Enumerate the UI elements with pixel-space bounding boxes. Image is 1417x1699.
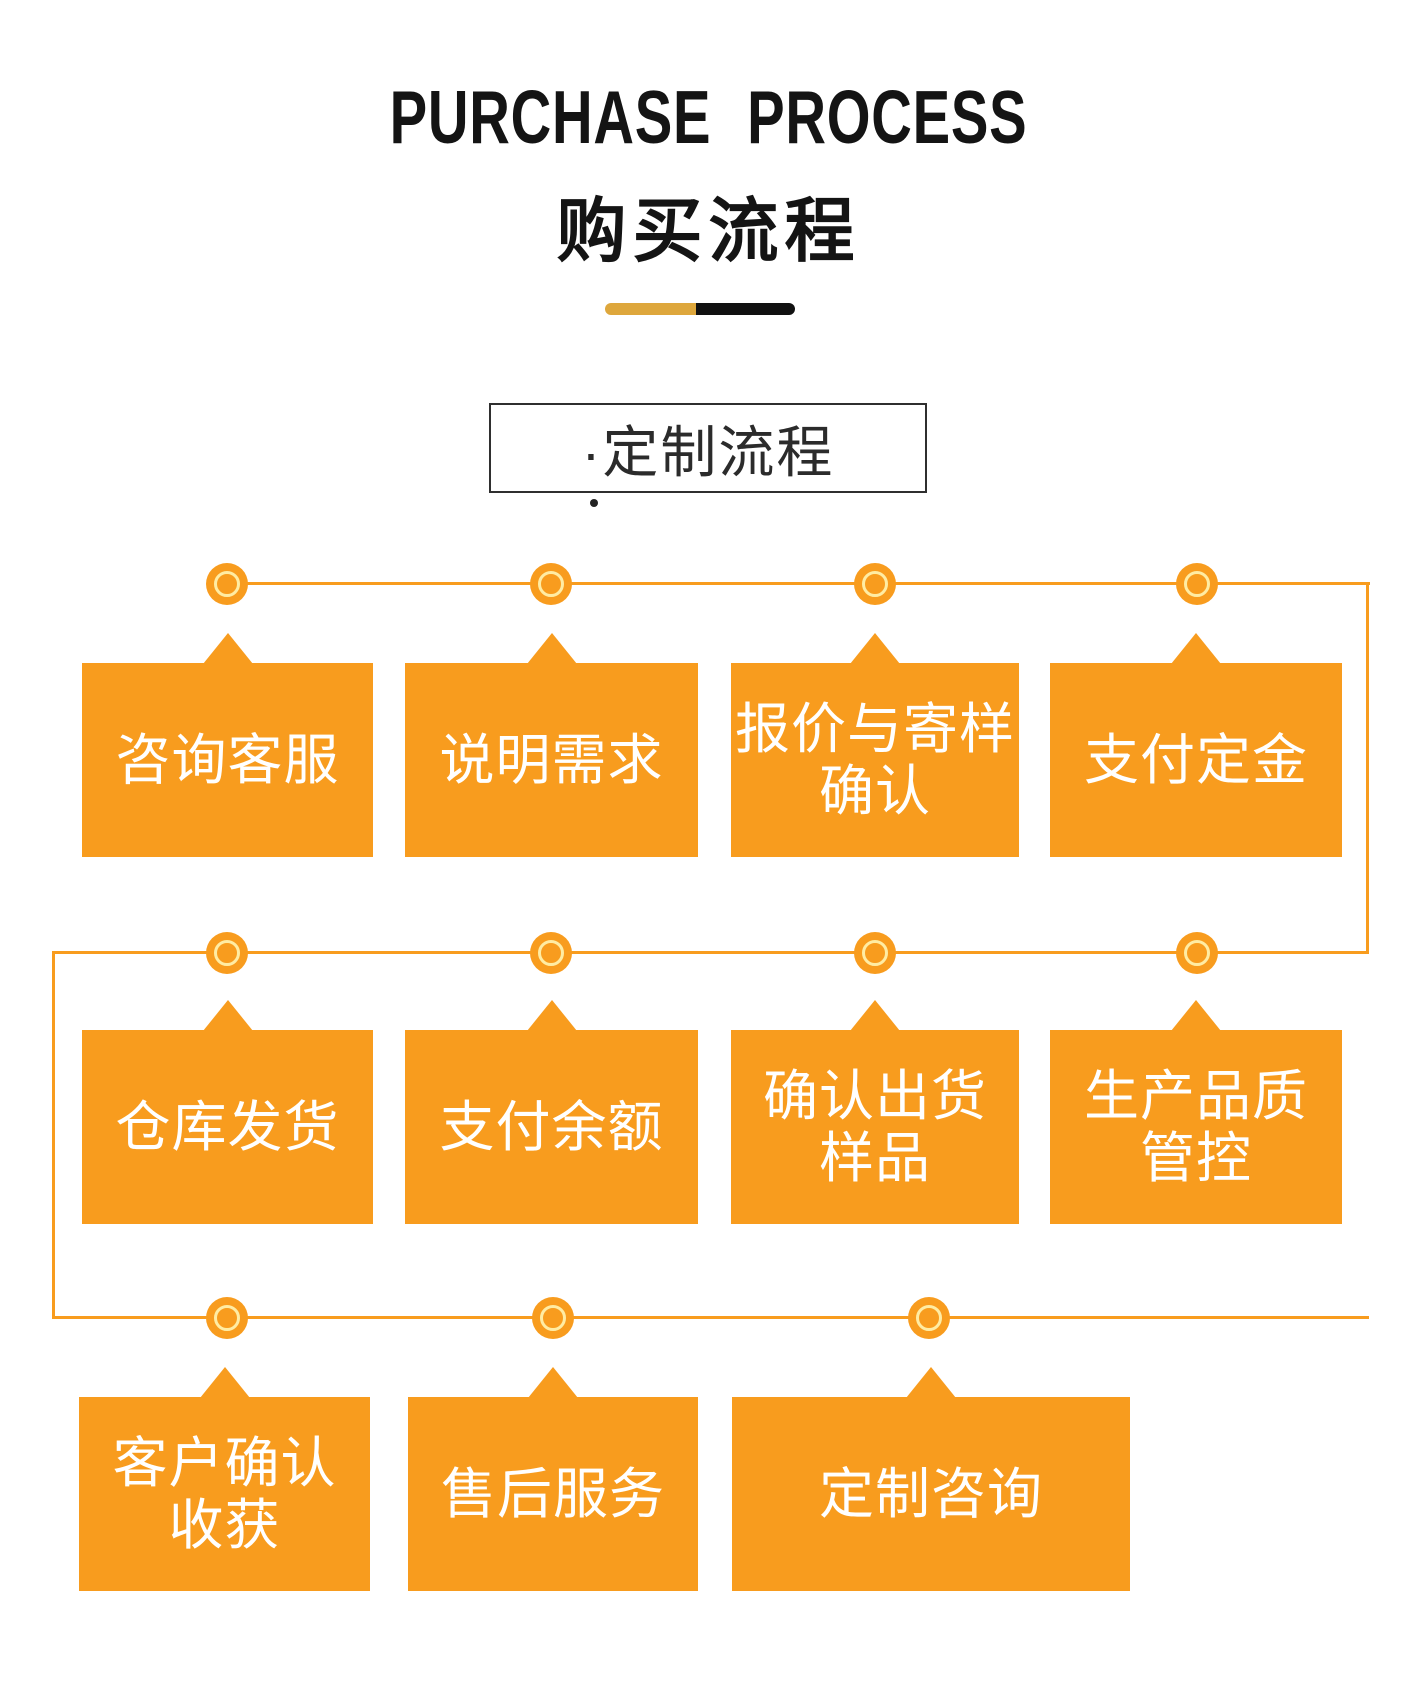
flow-node-circle <box>530 932 572 974</box>
flow-node-circle <box>854 932 896 974</box>
flow-step-label: 仓库发货 <box>115 1096 340 1158</box>
flow-step-label: 定制咨询 <box>818 1463 1043 1525</box>
flow-step-label: 客户确认 收获 <box>112 1432 337 1556</box>
flow-node-circle <box>530 563 572 605</box>
flow-node-circle <box>1176 563 1218 605</box>
flow-step-card: 报价与寄样 确认 <box>731 663 1019 857</box>
flow-node-circle <box>908 1297 950 1339</box>
flow-step-card: 仓库发货 <box>82 1030 373 1224</box>
connector-line-row3 <box>52 1316 1369 1319</box>
flow-step-card: 支付余额 <box>405 1030 698 1224</box>
decorative-dot <box>590 499 598 507</box>
flow-node-circle <box>206 1297 248 1339</box>
flow-step-card: 客户确认 收获 <box>79 1397 370 1591</box>
flow-step-label: 支付定金 <box>1083 729 1308 791</box>
flow-step-card: 说明需求 <box>405 663 698 857</box>
page-title-en: PURCHASE PROCESS <box>389 75 1028 159</box>
flow-step-card: 定制咨询 <box>732 1397 1130 1591</box>
flow-step-card: 支付定金 <box>1050 663 1342 857</box>
flow-step-card: 确认出货 样品 <box>731 1030 1019 1224</box>
flow-node-circle <box>206 563 248 605</box>
flow-step-label: 报价与寄样 确认 <box>734 698 1015 822</box>
connector-line-row1 <box>226 582 1370 585</box>
section-label: ·定制流程 <box>581 420 835 484</box>
flow-step-label: 说明需求 <box>439 729 664 791</box>
page-title-zh: 购买流程 <box>556 192 861 270</box>
flow-step-card: 咨询客服 <box>82 663 373 857</box>
flow-node-circle <box>532 1297 574 1339</box>
flow-node-circle <box>1176 932 1218 974</box>
flow-step-label: 售后服务 <box>440 1463 665 1525</box>
flow-step-card: 售后服务 <box>408 1397 698 1591</box>
section-label-box: ·定制流程 <box>489 403 927 493</box>
connector-line-right-vertical <box>1366 583 1369 954</box>
flow-step-label: 支付余额 <box>439 1096 664 1158</box>
flow-node-circle <box>854 563 896 605</box>
flow-node-circle <box>206 932 248 974</box>
flow-step-card: 生产品质 管控 <box>1050 1030 1342 1224</box>
flow-step-label: 咨询客服 <box>115 729 340 791</box>
title-divider-bar <box>605 303 795 315</box>
connector-line-row2 <box>52 951 1369 954</box>
connector-line-left-vertical <box>52 952 55 1319</box>
flow-step-label: 生产品质 管控 <box>1083 1065 1308 1189</box>
flow-step-label: 确认出货 样品 <box>762 1065 987 1189</box>
